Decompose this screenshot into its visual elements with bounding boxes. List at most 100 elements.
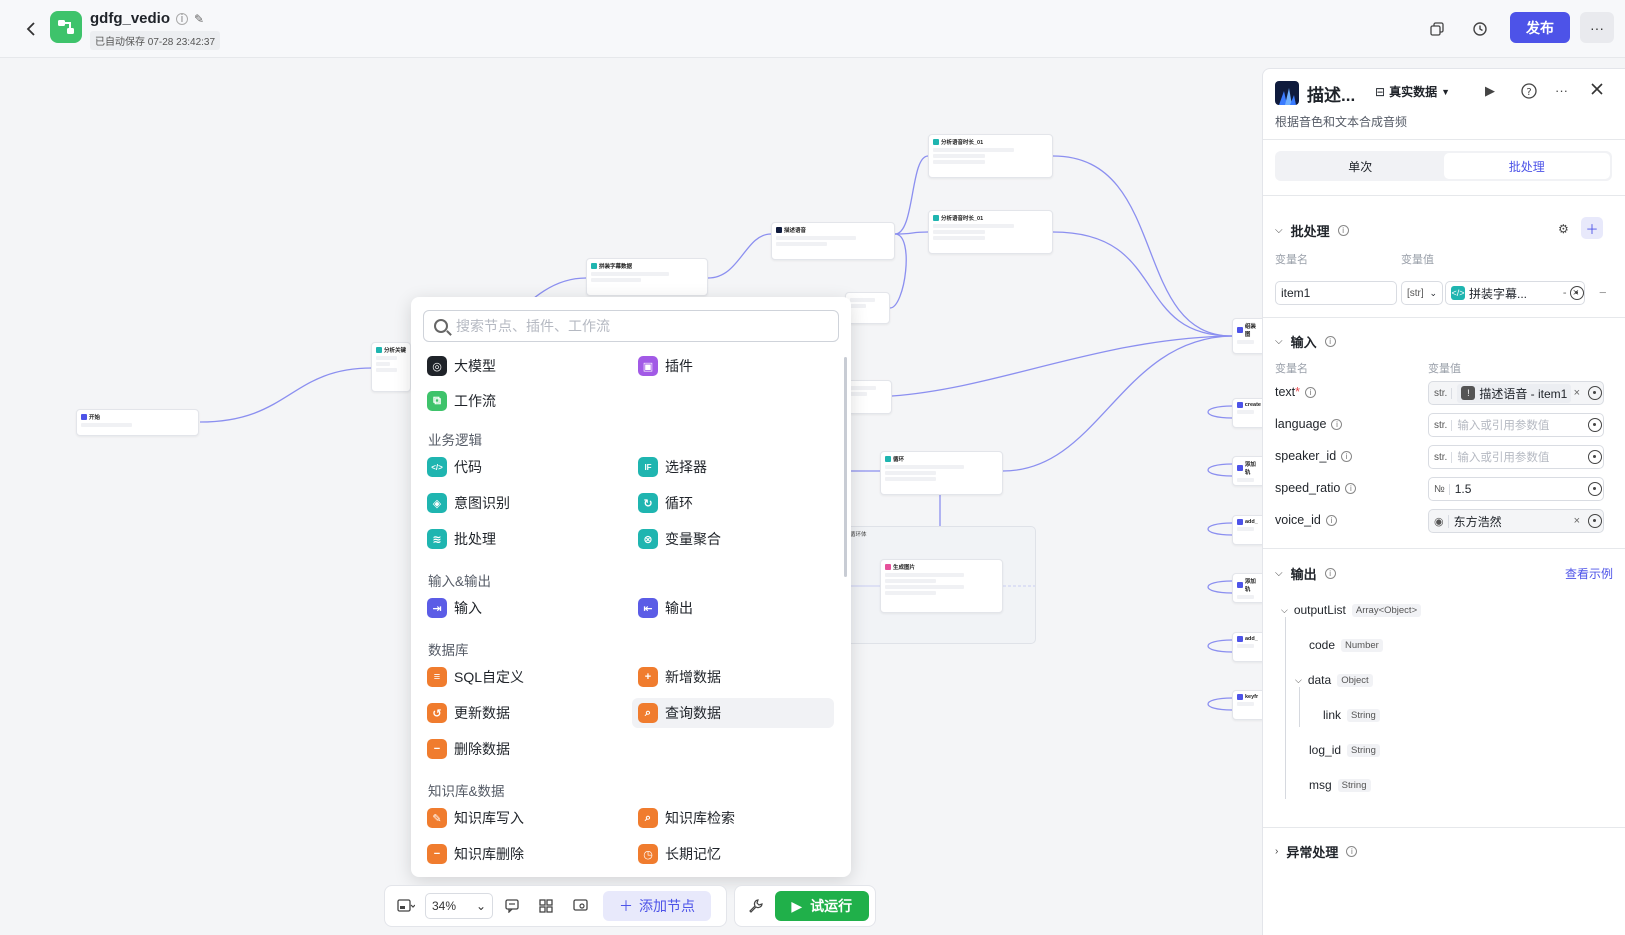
batch-section-header[interactable]: ⌵ 批处理 i (1275, 221, 1349, 240)
input-field-voice_id[interactable]: ◉东方浩然× (1428, 509, 1604, 533)
node-right-g[interactable]: keyfr (1232, 690, 1262, 720)
variable-ref-icon[interactable] (1588, 386, 1602, 400)
tab-batch[interactable]: 批处理 (1443, 153, 1610, 179)
menu-item-db-add[interactable]: +新增数据 (632, 662, 834, 692)
layout-grid-icon[interactable] (531, 891, 561, 921)
batch-item-ref-field[interactable]: </> 拼装字幕... - × (1445, 281, 1585, 305)
copy-icon[interactable] (1425, 17, 1449, 41)
input-field-speaker_id[interactable]: str.输入或引用参数值 (1428, 445, 1604, 469)
node-search-input[interactable] (456, 318, 816, 334)
info-icon[interactable]: i (1305, 386, 1317, 398)
node-loop[interactable]: 循环 (880, 451, 1003, 495)
node-hidden-a[interactable] (845, 292, 890, 324)
chevron-down-icon[interactable]: ⌵ (1295, 674, 1302, 685)
output-section-header[interactable]: ⌵ 输出 i (1275, 564, 1336, 583)
edit-icon[interactable]: ✎ (194, 11, 205, 26)
variable-ref-icon[interactable] (1588, 514, 1602, 528)
more-icon[interactable]: ··· (1580, 12, 1614, 43)
node-right-a[interactable]: 组装图 (1232, 318, 1262, 354)
batch-col-value: 变量值 (1401, 254, 1434, 266)
clear-icon[interactable]: × (1573, 387, 1580, 399)
info-icon[interactable]: i (1324, 568, 1336, 579)
tool-wrench-icon[interactable] (741, 891, 771, 921)
settings-gear-icon[interactable]: ⚙ (1558, 222, 1569, 236)
menu-item-kb-write[interactable]: ✎知识库写入 (421, 803, 623, 833)
menu-item-output[interactable]: ⇤输出 (632, 593, 834, 623)
test-run-button[interactable]: ▶ 试运行 (774, 891, 869, 921)
node-hidden-b[interactable] (845, 380, 892, 414)
exception-section-header[interactable]: › 异常处理 i (1275, 842, 1358, 861)
info-icon[interactable]: i (1337, 225, 1349, 236)
input-field-language[interactable]: str.输入或引用参数值 (1428, 413, 1604, 437)
menu-item-db-delete[interactable]: −删除数据 (421, 734, 623, 764)
input-section-header[interactable]: ⌵ 输入 i (1275, 332, 1336, 351)
menu-item-batch[interactable]: ≋批处理 (421, 524, 623, 554)
info-icon[interactable]: i (1346, 846, 1358, 857)
node-right-f[interactable]: add_ (1232, 632, 1262, 662)
add-batch-item-icon[interactable]: ＋ (1581, 217, 1603, 239)
data-mode-select[interactable]: ⊟ 真实数据 ▼ (1375, 83, 1450, 100)
info-icon[interactable]: i (1325, 514, 1337, 526)
info-icon[interactable]: i (1345, 482, 1357, 494)
node-analyze[interactable]: 分析关键 (371, 342, 411, 392)
node-right-c[interactable]: 添加轨 (1232, 456, 1262, 486)
node-right-b[interactable]: create (1232, 398, 1262, 428)
chevron-down-icon[interactable]: ⌵ (1281, 604, 1288, 615)
node-analyze-duration-2[interactable]: 分析语音时长_01 (928, 210, 1053, 254)
fit-view-icon[interactable] (565, 891, 595, 921)
variable-ref-icon[interactable] (1570, 286, 1584, 300)
view-example-link[interactable]: 查看示例 (1565, 567, 1614, 581)
menu-item-loop[interactable]: ↻循环 (632, 488, 834, 518)
menu-item-kb-search[interactable]: ⌕知识库检索 (632, 803, 834, 833)
info-icon[interactable]: i (1324, 336, 1336, 347)
node-start[interactable]: 开始 (76, 409, 199, 436)
node-right-d[interactable]: add_ (1232, 515, 1262, 545)
menu-item-workflow[interactable]: ⧉工作流 (421, 386, 623, 416)
remove-item-icon[interactable]: − (1599, 285, 1607, 300)
node-analyze-duration-1[interactable]: 分析语音时长_01 (928, 134, 1053, 178)
info-icon[interactable]: i (1331, 418, 1343, 430)
menu-item-model[interactable]: ◎大模型 (421, 351, 623, 381)
node-right-e[interactable]: 添加轨 (1232, 573, 1262, 603)
node-splice[interactable]: 拼装字幕数据 (586, 258, 708, 296)
help-icon[interactable]: ? (1521, 83, 1537, 99)
menu-item-aggregate[interactable]: ⊗变量聚合 (632, 524, 834, 554)
node-describe[interactable]: 描述语音 (771, 222, 895, 260)
popup-scrollbar[interactable] (844, 357, 847, 577)
input-field-text[interactable]: str.!描述语音 - item1× (1428, 381, 1604, 405)
clear-icon[interactable]: × (1573, 515, 1580, 527)
menu-item-sql[interactable]: ≡SQL自定义 (421, 662, 623, 692)
add-node-button[interactable]: ＋ 添加节点 (603, 891, 711, 921)
node-gen-image[interactable]: 生成图片 (880, 559, 1003, 613)
menu-item-code[interactable]: </>代码 (421, 452, 623, 482)
batch-item-type-select[interactable]: [str] ⌄ (1401, 281, 1443, 305)
run-node-icon[interactable]: ▶ (1485, 83, 1495, 98)
publish-button[interactable]: 发布 (1510, 12, 1570, 43)
minimap-icon[interactable] (391, 891, 421, 921)
menu-item-input[interactable]: ⇥输入 (421, 593, 623, 623)
tab-single[interactable]: 单次 (1348, 159, 1373, 174)
history-icon[interactable] (1468, 17, 1492, 41)
back-icon[interactable] (20, 18, 42, 40)
info-icon[interactable]: i (1341, 450, 1353, 462)
zoom-select[interactable]: 34% ⌄ (425, 893, 493, 919)
menu-item-intent[interactable]: ◈意图识别 (421, 488, 623, 518)
menu-item-plugin[interactable]: ▣插件 (632, 351, 834, 381)
info-icon[interactable]: i (176, 12, 189, 25)
variable-ref-icon[interactable] (1588, 482, 1602, 496)
variable-ref-icon[interactable] (1588, 450, 1602, 464)
panel-more-icon[interactable]: ··· (1555, 83, 1568, 98)
menu-item-kb-delete[interactable]: −知识库删除 (421, 839, 623, 869)
close-icon[interactable] (1591, 83, 1603, 95)
menu-item-db-query[interactable]: ⌕查询数据 (632, 698, 834, 728)
variable-ref-icon[interactable] (1588, 418, 1602, 432)
menu-item-memory[interactable]: ◷长期记忆 (632, 839, 834, 869)
menu-item-db-update[interactable]: ↺更新数据 (421, 698, 623, 728)
node-search-box[interactable] (423, 310, 839, 342)
comment-icon[interactable] (497, 891, 527, 921)
batch-item-name-input[interactable]: item1 (1275, 281, 1397, 305)
